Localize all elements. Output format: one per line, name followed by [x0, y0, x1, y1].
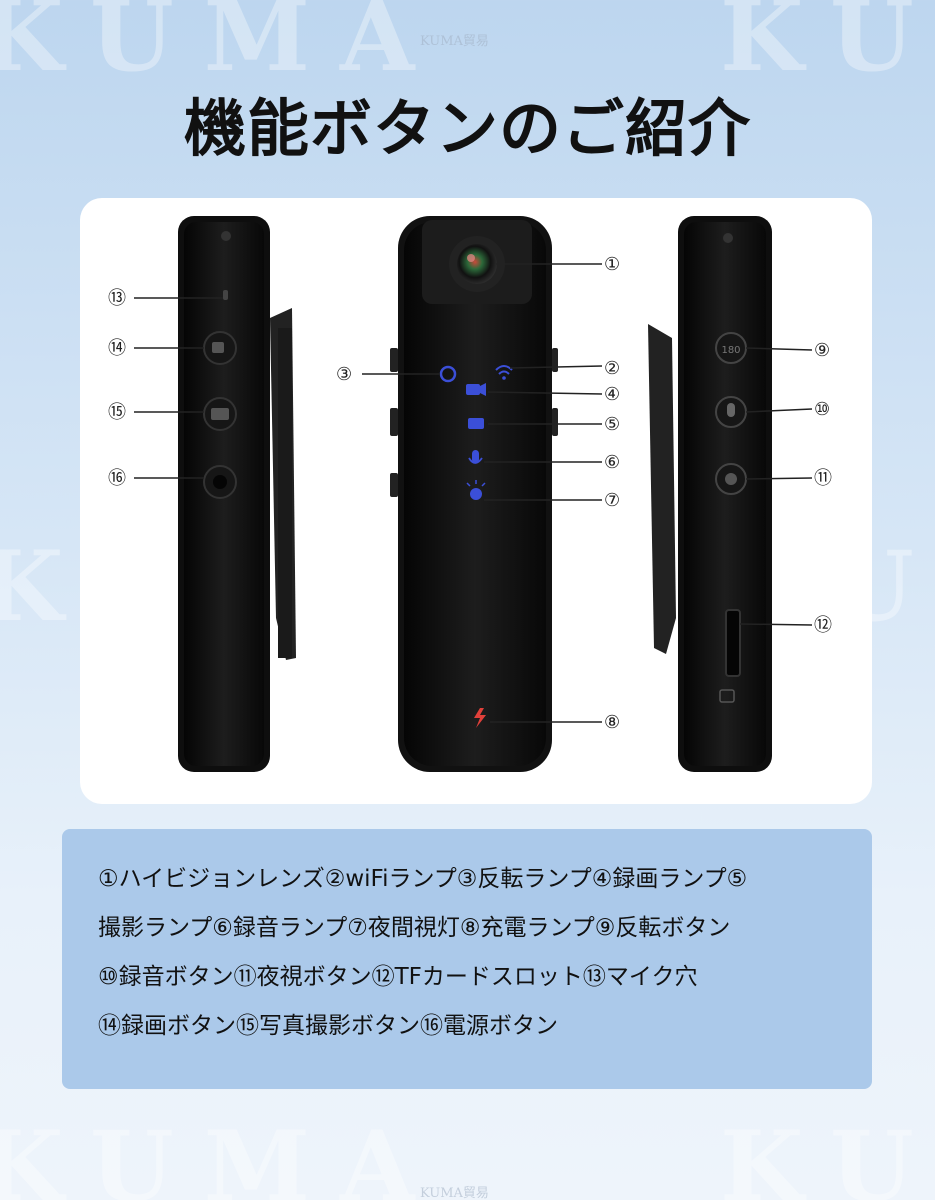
watermark-row-3b: KUMA — [720, 1110, 935, 1200]
record-lamp-icon — [466, 384, 480, 395]
right-device: 180 — [648, 216, 772, 772]
callout-12: ⑫ — [814, 615, 832, 636]
callout-2: ② — [604, 358, 620, 379]
center-device — [390, 216, 558, 772]
screw-icon — [221, 231, 231, 241]
callout-7: ⑦ — [604, 490, 620, 511]
video-icon — [212, 342, 224, 353]
description-line-3: ⑩録音ボタン⑪夜視ボタン⑫TFカードスロット⑬マイク穴 — [98, 964, 698, 990]
charge-lamp-icon — [474, 708, 486, 728]
watermark-caption-top: KUMA貿易 — [420, 34, 489, 49]
camera-icon — [211, 408, 229, 420]
page-title: 機能ボタンのご紹介 — [183, 92, 751, 165]
screw-icon — [723, 233, 733, 243]
mic-hole — [223, 290, 228, 300]
callout-16: ⑯ — [108, 468, 126, 489]
night-lamp-icon — [470, 488, 482, 500]
mic-icon — [727, 403, 735, 417]
rotate-lamp-icon — [439, 365, 457, 383]
tf-card-slot — [725, 609, 741, 677]
callout-10: ⑩ — [814, 399, 830, 420]
callout-4: ④ — [604, 384, 620, 405]
callout-11: ⑪ — [814, 468, 832, 489]
callout-6: ⑥ — [604, 452, 620, 473]
callout-8: ⑧ — [604, 712, 620, 733]
callout-13: ⑬ — [108, 288, 126, 309]
callout-9: ⑨ — [814, 340, 830, 361]
callout-15: ⑮ — [108, 402, 126, 423]
description-line-1: ①ハイビジョンレンズ②wiFiランプ③反転ランプ④録画ランプ⑤ — [98, 866, 748, 892]
callout-1: ① — [604, 254, 620, 275]
photo-lamp-icon — [468, 418, 484, 429]
description-line-2: 撮影ランプ⑥録音ランプ⑦夜間視灯⑧充電ランプ⑨反転ボタン — [98, 915, 731, 941]
wifi-lamp-icon — [495, 365, 513, 375]
watermark-caption-bottom: KUMA貿易 — [420, 1186, 489, 1200]
callout-3: ③ — [336, 364, 352, 385]
callout-5: ⑤ — [604, 414, 620, 435]
product-diagram: 180 — [108, 216, 832, 772]
lens-icon — [457, 244, 497, 284]
callout-numbers: ① ② ③ ④ ⑤ ⑥ ⑦ ⑧ ⑨ ⑩ ⑪ ⑫ ⑬ ⑭ ⑮ ⑯ — [108, 254, 832, 733]
product-diagram-card: 180 — [80, 198, 872, 804]
power-dot-icon — [213, 475, 227, 489]
bulb-icon — [725, 473, 737, 485]
sd-card-icon — [719, 689, 735, 703]
feature-description-box: ①ハイビジョンレンズ②wiFiランプ③反転ランプ④録画ランプ⑤ 撮影ランプ⑥録音… — [62, 829, 872, 1089]
left-device — [178, 216, 296, 772]
flip-icon: 180 — [721, 345, 740, 356]
mic-lamp-icon — [472, 450, 479, 463]
leader-lines — [134, 263, 813, 723]
description-line-4: ⑭録画ボタン⑮写真撮影ボタン⑯電源ボタン — [98, 1013, 558, 1039]
watermark-row-3: KUMA — [0, 1110, 445, 1200]
callout-14: ⑭ — [108, 338, 126, 359]
